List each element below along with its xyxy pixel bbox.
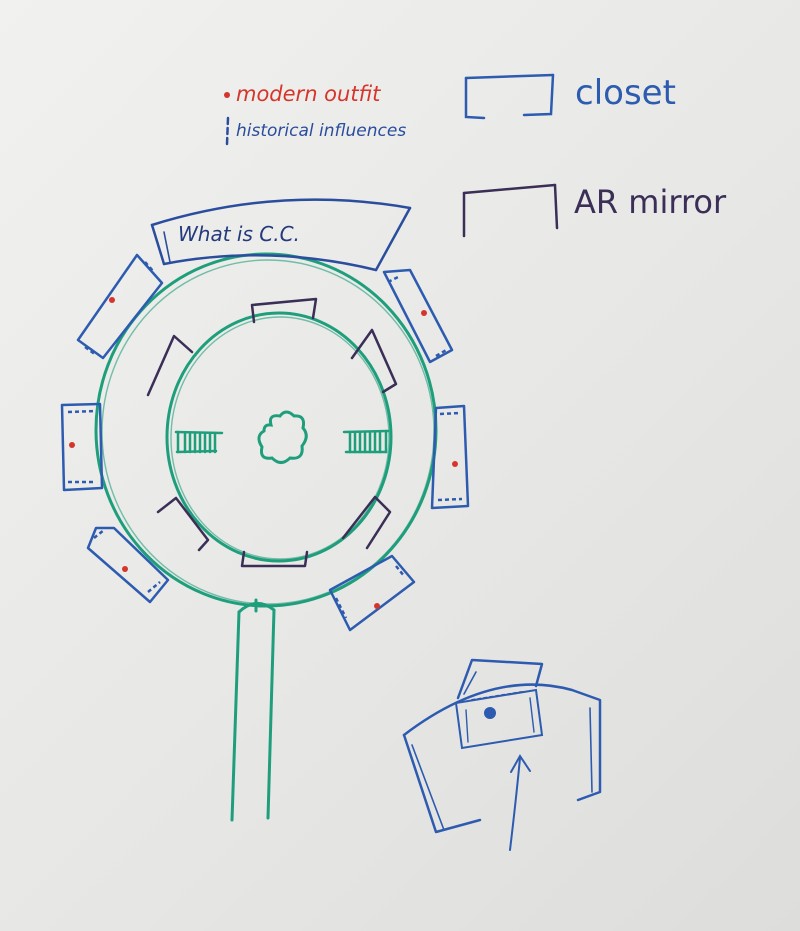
modern-legend-label: modern outfit: [236, 82, 381, 106]
modern-legend-dot: [224, 92, 230, 98]
title-banner-text: What is C.C.: [178, 222, 300, 246]
ar-mirror-bottom: [240, 550, 309, 568]
camera-icon: [484, 707, 496, 719]
closet-legend-icon: [464, 73, 555, 120]
ar-mirror-lower-left: [156, 496, 210, 552]
mirror-legend-icon: [462, 183, 559, 238]
center-node: [257, 410, 308, 464]
closet-upper-right: [382, 268, 454, 364]
mirror-legend-label: AR mirror: [574, 183, 727, 221]
ar-mirror-screen: [454, 688, 544, 750]
closet-detail-sketch: [402, 658, 602, 834]
closet-mid-left: [60, 402, 104, 492]
inner-ring: [165, 311, 393, 563]
ar-mirror-lower-right: [341, 495, 392, 550]
bench-left: [174, 430, 224, 454]
closets: [60, 253, 470, 632]
closet-lower-right: [328, 554, 416, 632]
historical-legend-mark: [225, 116, 230, 146]
path-stem: [230, 598, 276, 822]
ar-mirrors: [146, 297, 398, 568]
modern-outfit-markers: [69, 297, 458, 609]
ar-mirror-top: [250, 297, 318, 324]
ar-mirror-upper-right: [350, 328, 398, 394]
ar-mirror-upper-left: [146, 334, 194, 397]
pointer-arrow: [509, 754, 531, 851]
closet-legend-label: closet: [575, 73, 676, 113]
bench-right: [342, 429, 390, 454]
legend: modern outfit historical influences clos…: [224, 73, 727, 238]
title-banner: [150, 198, 412, 272]
historical-legend-label: historical influences: [236, 121, 406, 141]
closet-mid-right: [430, 404, 470, 510]
closet-upper-left: [76, 253, 164, 360]
closet-lower-left: [86, 526, 170, 604]
